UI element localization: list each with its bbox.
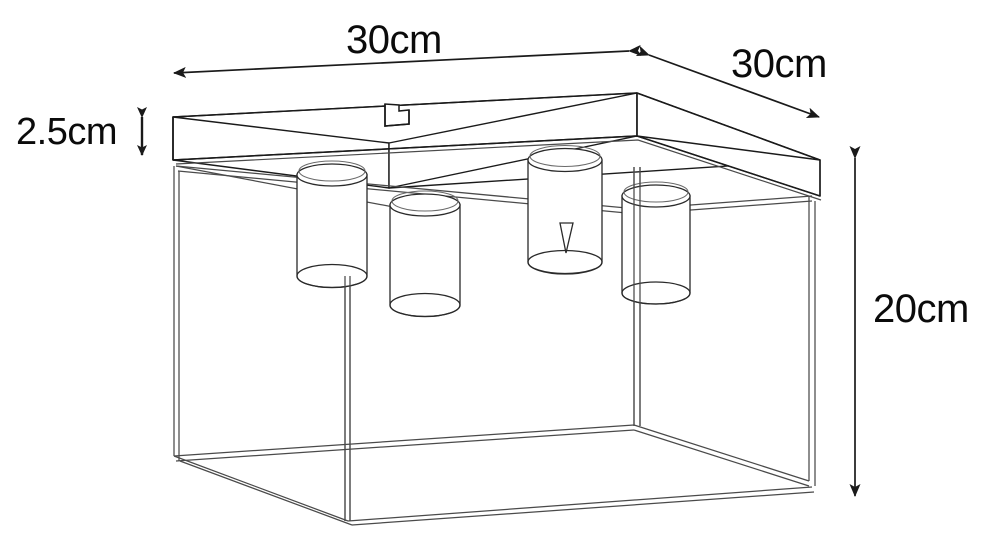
frame-post-back-center-front-segment (633, 167, 641, 426)
dimension-label-height: 20cm (873, 287, 969, 331)
canopy-notch (384, 103, 410, 127)
dimension-label-canopy-thickness: 2.5cm (16, 111, 117, 153)
frame-rail-bottom-front-right (347, 486, 815, 526)
spotlight-cylinder-back-center (527, 144, 603, 275)
dimension-label-width-side: 30cm (731, 42, 827, 86)
spotlight-cylinder-right (621, 181, 691, 305)
arrow-mark-icon (559, 222, 574, 254)
dimension-width-front (173, 44, 642, 78)
cube-frame (173, 165, 816, 526)
dimension-width-side (635, 45, 820, 119)
frame-rail-bottom-left-back (173, 424, 635, 462)
dimension-lines (137, 44, 861, 497)
frame-post-front-left (173, 166, 180, 461)
spotlight-cylinder-front-left (296, 160, 368, 289)
frame-rail-bottom-back-right (633, 424, 810, 487)
spotlight-cylinder-mid-front (389, 190, 461, 318)
frame-rail-bottom-front-left (173, 455, 353, 526)
canopy-plate (172, 92, 821, 197)
frame-post-front-center (344, 283, 351, 521)
frame-post-front-center-foreground (344, 276, 351, 521)
dimension-label-width-front: 30cm (346, 18, 442, 62)
frame-post-right (808, 196, 816, 486)
canopy-bottom-lip (175, 139, 822, 201)
canopy-outline (172, 92, 821, 197)
